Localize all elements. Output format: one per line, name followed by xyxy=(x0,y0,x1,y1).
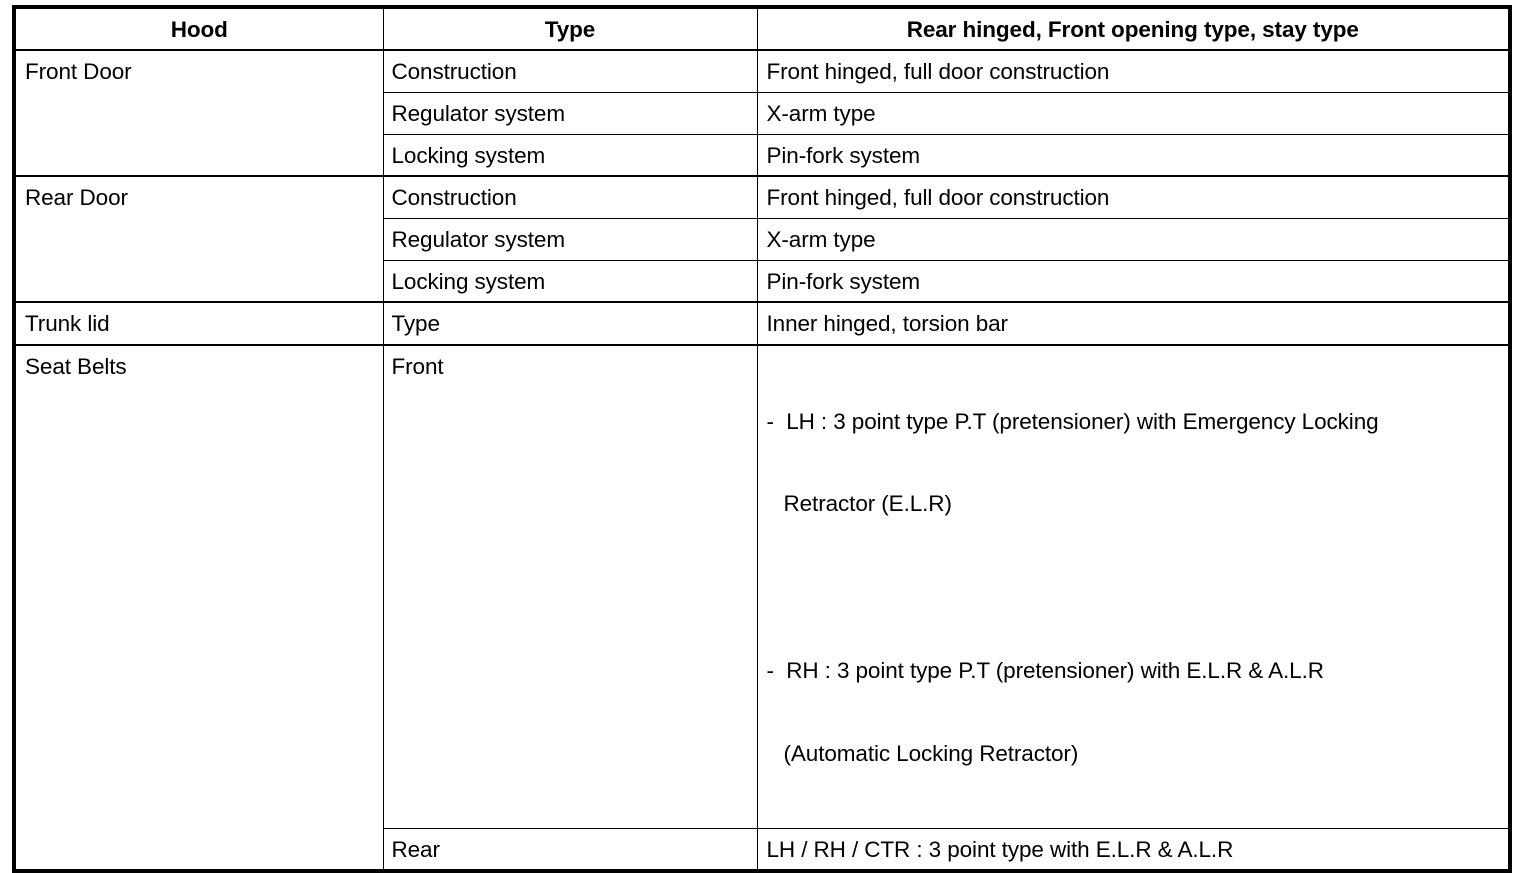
column-header-type: Type xyxy=(382,6,758,52)
group-label-trunk-lid: Trunk lid xyxy=(13,301,384,346)
description-cell-text: LH / RH / CTR : 3 point type with E.L.R … xyxy=(766,836,1234,862)
table-row: Seat Belts Front - LH : 3 point type P.T… xyxy=(13,343,1511,872)
table-row: Regulator system X-arm type xyxy=(14,91,1511,135)
description-line-rh: - RH : 3 point type P.T (pretensioner) w… xyxy=(766,658,1324,684)
column-header-hood: Hood xyxy=(13,6,384,52)
type-cell: Locking system xyxy=(382,133,758,177)
description-cell: Inner hinged, torsion bar xyxy=(756,301,1511,346)
description-cell: LH / RH / CTR : 3 point type with E.L.R … xyxy=(756,827,1511,872)
description-cell: Pin-fork system xyxy=(756,259,1511,303)
column-header-description-label: Rear hinged, Front opening type, stay ty… xyxy=(906,17,1359,42)
description-cell-text: Pin-fork system xyxy=(766,268,921,294)
description-cell-text: X-arm type xyxy=(766,226,876,252)
type-cell: Front xyxy=(382,343,758,829)
specification-table-container: Hood Type Rear hinged, Front opening typ… xyxy=(12,5,1512,873)
description-line-lh: - LH : 3 point type P.T (pretensioner) w… xyxy=(766,408,1379,434)
type-cell-text: Type xyxy=(391,311,440,337)
group-label-text: Seat Belts xyxy=(25,353,127,379)
description-line-lh-cont: Retractor (E.L.R) xyxy=(783,491,952,517)
group-label-front-door: Front Door xyxy=(13,49,384,177)
table-row: Trunk lid Type Inner hinged, torsion bar xyxy=(13,301,1511,346)
type-cell: Locking system xyxy=(382,259,758,303)
description-line-spacer xyxy=(767,572,1509,602)
column-header-description: Rear hinged, Front opening type, stay ty… xyxy=(756,6,1511,52)
description-cell: X-arm type xyxy=(756,217,1511,261)
table-row: Locking system Pin-fork system xyxy=(14,259,1511,303)
description-cell: Front hinged, full door construction xyxy=(756,175,1511,219)
description-line-rh-cont: (Automatic Locking Retractor) xyxy=(783,740,1079,766)
table-row: Front Door Construction Front hinged, fu… xyxy=(13,49,1511,177)
group-label-text: Rear Door xyxy=(25,185,128,211)
table-row: Rear Door Construction Front hinged, ful… xyxy=(13,175,1511,303)
description-cell-text: Front hinged, full door construction xyxy=(766,185,1110,211)
description-cell: - LH : 3 point type P.T (pretensioner) w… xyxy=(756,343,1511,829)
description-cell-text: Pin-fork system xyxy=(766,142,921,168)
type-cell-text: Locking system xyxy=(391,268,546,294)
type-cell: Construction xyxy=(382,175,758,219)
group-label-text: Front Door xyxy=(25,59,132,85)
type-cell-text: Front xyxy=(391,353,444,379)
description-cell: Front hinged, full door construction xyxy=(756,49,1511,93)
type-cell: Rear xyxy=(382,827,758,872)
group-label-seat-belts: Seat Belts xyxy=(13,343,384,872)
vehicle-specification-table: Hood Type Rear hinged, Front opening typ… xyxy=(12,5,1512,873)
group-label-rear-door: Rear Door xyxy=(13,175,384,303)
type-cell: Regulator system xyxy=(382,217,758,261)
group-label-text: Trunk lid xyxy=(25,311,110,337)
type-cell-text: Regulator system xyxy=(391,226,566,252)
type-cell-text: Regulator system xyxy=(391,100,566,126)
type-cell-text: Construction xyxy=(391,185,517,211)
description-cell: Pin-fork system xyxy=(756,133,1511,177)
type-cell-text: Rear xyxy=(391,836,440,862)
type-cell-text: Locking system xyxy=(391,142,546,168)
description-cell-multiline: - LH : 3 point type P.T (pretensioner) w… xyxy=(758,346,1509,828)
table-row: Locking system Pin-fork system xyxy=(14,133,1511,177)
table-row: Regulator system X-arm type xyxy=(14,217,1511,261)
description-cell-text: Inner hinged, torsion bar xyxy=(766,311,1009,337)
type-cell-text: Construction xyxy=(391,59,517,85)
table-header-row: Hood Type Rear hinged, Front opening typ… xyxy=(13,6,1511,52)
description-cell-text: X-arm type xyxy=(766,100,876,126)
type-cell: Type xyxy=(382,301,758,346)
column-header-type-label: Type xyxy=(544,17,596,42)
column-header-hood-label: Hood xyxy=(170,17,228,42)
description-cell-text: Front hinged, full door construction xyxy=(766,59,1110,85)
type-cell: Construction xyxy=(382,49,758,93)
type-cell: Regulator system xyxy=(382,91,758,135)
description-cell: X-arm type xyxy=(756,91,1511,135)
